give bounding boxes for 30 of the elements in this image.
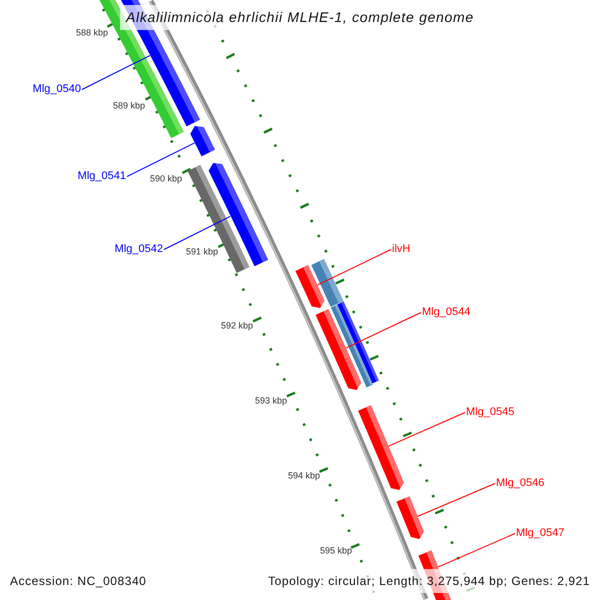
scale-label: 594 kbp <box>288 470 320 482</box>
scale-label: 588 kbp <box>76 28 108 38</box>
gene-label: Mlg_0544 <box>422 306 470 319</box>
gene-label: Mlg_0540 <box>32 83 81 96</box>
gene-label: Mlg_0541 <box>78 170 126 183</box>
gene-bar <box>396 496 424 539</box>
gene-bar <box>190 126 215 156</box>
leader-line <box>417 483 496 517</box>
gene-bar <box>358 405 404 490</box>
scale-label: 593 kbp <box>254 396 288 406</box>
scale-label: 589 kbp <box>112 100 146 112</box>
scale-label: 595 kbp <box>320 546 352 556</box>
scale-label: 590 kbp <box>150 174 182 184</box>
gene-label: ilvH <box>392 243 410 256</box>
gene-label: Mlg_0545 <box>466 406 514 419</box>
leader-line <box>126 142 196 177</box>
gene-label: Mlg_0547 <box>516 527 564 540</box>
scale-label: 591 kbp <box>186 246 218 258</box>
gene-label: Mlg_0546 <box>496 477 544 490</box>
scale-label: 592 kbp <box>220 320 254 332</box>
leader-line <box>82 55 150 90</box>
gene-bar <box>316 309 362 390</box>
feature-bar <box>188 164 250 273</box>
leader-line <box>317 249 392 286</box>
leader-line <box>438 533 516 568</box>
leader-line <box>164 216 231 250</box>
gene-bar <box>295 265 324 308</box>
leader-line <box>346 312 422 348</box>
leader-line <box>388 412 466 447</box>
gene-label: Mlg_0542 <box>114 243 163 256</box>
